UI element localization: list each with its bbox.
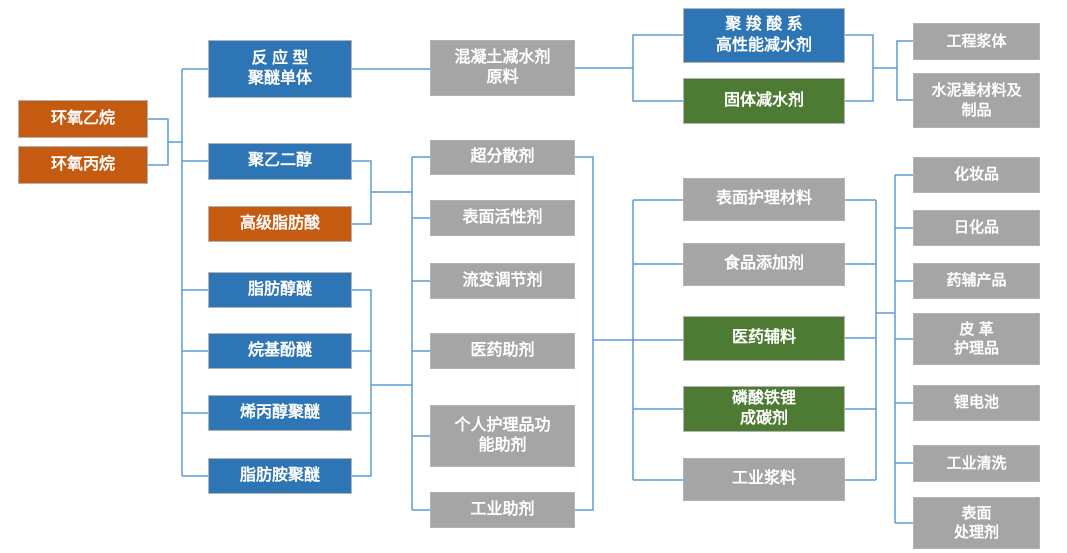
node-industrial-slurry: 工业浆料 [683,458,845,501]
node-lithium-iron-phosphate-carbon-agent: 磷酸铁锂 成碳剂 [683,386,845,432]
connector-column4-bracket [632,199,683,481]
node-pharmaceutical-additive: 医药助剂 [430,333,575,369]
node-rheology-modifier: 流变调节剂 [430,263,575,299]
node-cement-based-materials: 水泥基材料及 制品 [913,73,1040,128]
connector-superplasticizers-to-slurry [845,34,913,102]
connector-column4-merge [845,199,895,481]
node-surface-care-material: 表面护理材料 [683,178,845,221]
node-pharmaceutical-excipient: 医药辅料 [683,316,845,361]
connector-column5-bracket [894,174,913,524]
node-hyperdispersant: 超分散剂 [430,140,575,175]
node-polycarboxylate-superplasticizer: 聚 羧 酸 系 高性能减水剂 [683,8,845,63]
node-surface-treatment-agent: 表面 处理剂 [913,497,1040,549]
connector-raw-to-superplasticizers [575,34,683,102]
node-cosmetics: 化妆品 [913,157,1040,193]
node-engineering-slurry: 工程浆体 [913,23,1040,60]
node-daily-chemicals: 日化品 [913,210,1040,246]
node-industrial-cleaning: 工业清洗 [913,445,1040,482]
node-higher-fatty-acid: 高级脂肪酸 [208,206,352,242]
node-lithium-battery: 锂电池 [913,385,1040,421]
connector-column2-trunk [181,68,208,477]
node-food-additive: 食品添加剂 [683,243,845,286]
node-industrial-additive: 工业助剂 [430,492,575,528]
node-surfactant: 表面活性剂 [430,200,575,236]
node-reactive-polyether-monomer: 反 应 型 聚醚单体 [208,40,352,98]
node-propylene-oxide: 环氧丙烷 [18,146,148,184]
node-fatty-amine-polyether: 脂肪胺聚醚 [208,458,352,494]
connector-peg-fattyacid-merge [352,160,412,225]
connector-additives-bracket [575,156,683,511]
node-alkylphenol-ether: 烷基酚醚 [208,333,352,369]
node-leather-care-products: 皮 革 护理品 [913,313,1040,365]
connector-oxides-merge [148,118,182,166]
connector-column3-trunk [411,156,430,511]
node-personal-care-functional-additive: 个人护理品功 能助剂 [430,405,575,467]
node-fatty-alcohol-ether: 脂肪醇醚 [208,272,352,308]
node-solid-water-reducer: 固体减水剂 [683,78,845,124]
node-ethylene-oxide: 环氧乙烷 [18,100,148,138]
connector-polyethers-merge [352,289,412,477]
node-pharma-auxiliary-products: 药辅产品 [913,263,1040,299]
node-polyethylene-glycol: 聚乙二醇 [208,143,352,180]
node-allyl-alcohol-polyether: 烯丙醇聚醚 [208,395,352,431]
node-concrete-water-reducer-raw-material: 混凝土减水剂 原料 [430,40,575,96]
